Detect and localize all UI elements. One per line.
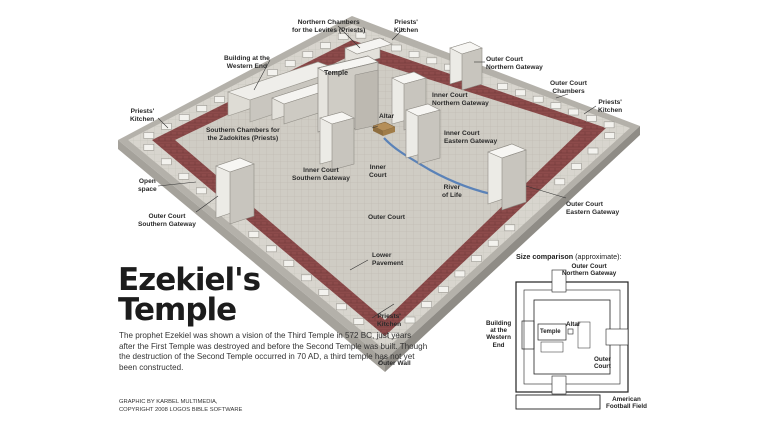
chamber-block <box>437 285 449 293</box>
chamber-block <box>318 288 330 296</box>
altar <box>372 121 396 136</box>
chamber-block <box>404 316 416 324</box>
chamber-block <box>161 158 172 166</box>
chamber-block <box>302 51 314 58</box>
chamber-block <box>370 332 382 340</box>
chamber-block <box>143 144 155 151</box>
sc-temple: Temple <box>540 329 561 335</box>
size-comparison-heading-bold: Size comparison <box>516 252 574 261</box>
label-inner-court-southern-gateway: Inner Court Southern Gateway <box>292 167 350 182</box>
chamber-block <box>267 69 278 76</box>
chamber-block <box>390 44 402 52</box>
chamber-block <box>426 57 438 65</box>
sc-football-field: American Football Field <box>606 396 647 411</box>
chamber-block <box>265 245 277 253</box>
gateway-inner-east <box>405 103 441 165</box>
label-temple: Temple <box>324 70 348 77</box>
chamber-block <box>355 31 367 39</box>
label-outer-wall: Outer Wall <box>378 360 411 367</box>
outer-court-floor <box>175 55 583 320</box>
chamber-block <box>353 317 365 325</box>
chamber-block <box>178 114 190 121</box>
chamber-block <box>586 115 597 122</box>
chamber-block <box>454 270 466 278</box>
chamber-block <box>248 231 260 238</box>
label-southern-chambers: Southern Chambers for the Zadokites (Pri… <box>206 127 280 142</box>
label-priests-kitchen-top: Priests' Kitchen <box>394 19 419 34</box>
chamber-block <box>550 102 562 109</box>
label-inner-court: Inner Court <box>369 164 387 179</box>
label-altar: Altar <box>379 113 395 120</box>
river-of-life <box>383 137 501 198</box>
chamber-block <box>300 274 312 282</box>
label-river-of-life: River of Life <box>442 184 462 199</box>
title-line-1: Ezekiel's <box>118 262 261 298</box>
label-outer-court-eastern-gateway: Outer Court Eastern Gateway <box>566 201 620 216</box>
gateway-outer-east <box>487 143 527 211</box>
chamber-block <box>335 303 347 311</box>
chamber-block <box>284 60 296 67</box>
chamber-block <box>571 163 582 170</box>
sc-altar: Altar <box>566 321 581 328</box>
gateway-outer-south <box>215 157 255 225</box>
chamber-block <box>421 301 432 308</box>
chamber-block <box>532 95 544 103</box>
sc-building-western-end: Building at the Western End <box>486 320 512 349</box>
chamber-block <box>143 132 155 139</box>
label-lower-pavement: Lower Pavement <box>372 252 404 267</box>
label-outer-court: Outer Court <box>368 214 405 221</box>
label-outer-court-chambers: Outer Court Chambers <box>550 80 587 95</box>
chamber-block <box>214 96 225 103</box>
label-priests-kitchen-right: Priests' Kitchen <box>598 99 623 114</box>
chamber-block <box>408 51 420 58</box>
leader-lines <box>157 25 597 365</box>
size-comparison-heading-note: (approximate): <box>573 252 622 261</box>
credit: GRAPHIC BY KARBEL MULTIMEDIA, COPYRIGHT … <box>119 399 243 413</box>
chamber-block <box>603 121 615 129</box>
chamber-block <box>587 147 599 155</box>
title-line-2: Temple <box>118 292 237 328</box>
gateway-inner-south <box>319 111 355 171</box>
chamber-block <box>487 239 499 247</box>
chamber-block <box>320 42 331 49</box>
size-comparison-heading: Size comparison (approximate): <box>516 252 621 261</box>
sc-outer-court-northern-gateway: Outer Court Northern Gateway <box>562 263 617 278</box>
chamber-block <box>196 187 207 195</box>
size-comparison-diagram <box>515 269 629 410</box>
label-outer-court-northern-gateway: Outer Court Northern Gateway <box>486 56 543 71</box>
gateway-outer-north <box>449 41 483 91</box>
chamber-block <box>387 331 399 339</box>
temple-building <box>317 55 379 137</box>
chamber-block <box>471 255 482 262</box>
label-priests-kitchen-bottom: Priests' Kitchen <box>377 313 402 328</box>
label-inner-court-northern-gateway: Inner Court Northern Gateway <box>432 92 489 107</box>
chamber-block <box>283 259 295 267</box>
label-open-space: Open space <box>138 178 157 193</box>
label-priests-kitchen-left: Priests' Kitchen <box>130 108 155 123</box>
label-northern-chambers: Northern Chambers for the Levites (Pries… <box>292 19 366 34</box>
chamber-block <box>497 83 509 90</box>
chamber-block <box>554 178 566 186</box>
label-outer-court-southern-gateway: Outer Court Southern Gateway <box>138 213 196 228</box>
chamber-block <box>178 173 190 180</box>
label-inner-court-eastern-gateway: Inner Court Eastern Gateway <box>444 130 498 145</box>
sc-outer-court: Outer Court <box>594 356 611 371</box>
chamber-block <box>504 224 516 232</box>
chamber-block <box>568 108 580 116</box>
chamber-block <box>196 105 208 112</box>
description: The prophet Ezekiel was shown a vision o… <box>119 331 428 372</box>
chamber-block <box>515 89 526 97</box>
chamber-block <box>604 132 616 139</box>
label-building-western-end: Building at the Western End <box>224 55 270 70</box>
